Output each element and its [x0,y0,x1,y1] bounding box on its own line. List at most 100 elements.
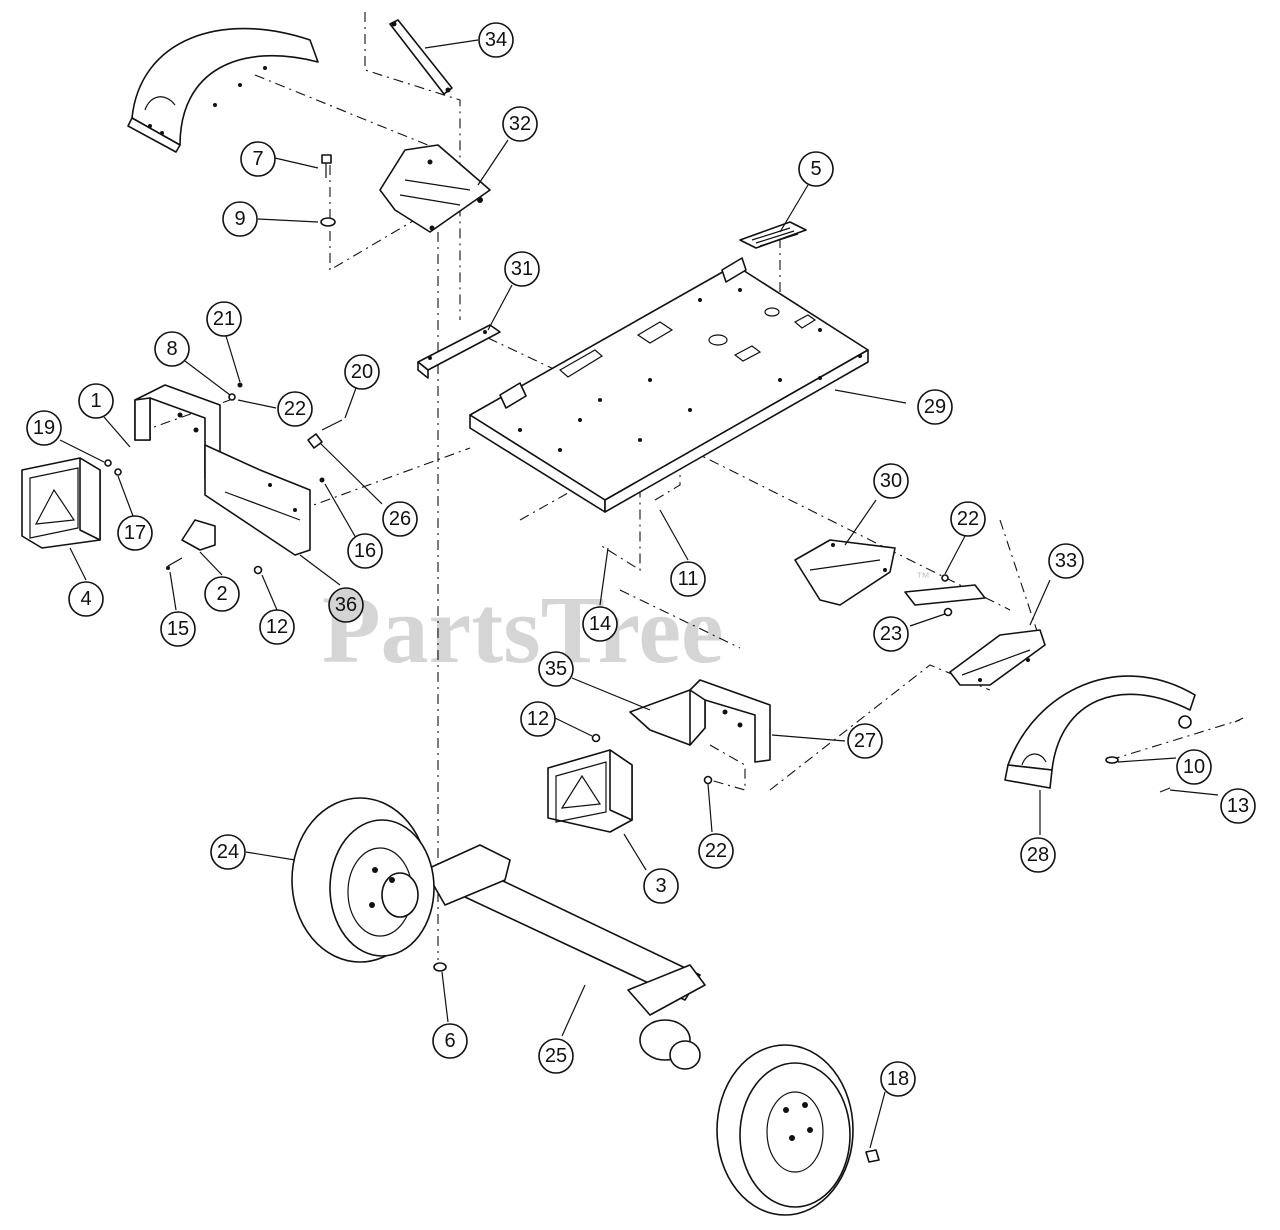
svg-text:35: 35 [545,658,567,680]
watermark-text: PartsTree [322,576,724,683]
callout-3[interactable]: 3 [643,868,679,904]
svg-text:19: 19 [33,417,55,439]
svg-text:9: 9 [234,208,245,230]
callout-29[interactable]: 29 [917,389,953,425]
svg-text:12: 12 [266,616,288,638]
svg-text:10: 10 [1183,756,1205,778]
callout-13[interactable]: 13 [1220,788,1256,824]
callout-12b[interactable]: 12 [520,701,556,737]
hardware-12-22-right [591,733,713,785]
svg-text:22: 22 [705,840,727,862]
callout-34[interactable]: 34 [478,22,514,58]
callout-8[interactable]: 8 [154,331,190,367]
part-29-main-frame [469,257,869,513]
callout-11[interactable]: 11 [670,561,706,597]
callout-7[interactable]: 7 [240,141,276,177]
svg-text:25: 25 [545,1045,567,1067]
svg-text:6: 6 [444,1030,455,1052]
svg-text:36: 36 [335,594,357,616]
callout-35[interactable]: 35 [538,651,574,687]
part-30-fender-bracket [794,539,896,606]
svg-text:3: 3 [655,875,666,897]
callout-21[interactable]: 21 [206,301,242,337]
callout-27[interactable]: 27 [847,723,883,759]
part-24-wheel-left [291,797,435,963]
part-fender-rear-left [127,27,319,153]
svg-text:1: 1 [90,390,101,412]
callout-28[interactable]: 28 [1020,837,1056,873]
svg-text:4: 4 [80,588,91,610]
svg-text:15: 15 [167,618,189,640]
svg-text:17: 17 [124,522,146,544]
part-2-clip [181,519,216,551]
callout-22[interactable]: 22 [277,391,313,427]
svg-text:34: 34 [485,29,507,51]
svg-text:22: 22 [284,398,306,420]
svg-text:22: 22 [957,508,979,530]
callout-20[interactable]: 20 [344,354,380,390]
frame-holes [518,288,862,452]
callout-9[interactable]: 9 [222,201,258,237]
callout-1[interactable]: 1 [78,383,114,419]
svg-text:8: 8 [166,338,177,360]
callout-15[interactable]: 15 [160,611,196,647]
callout-5[interactable]: 5 [798,151,834,187]
callout-14[interactable]: 14 [582,606,618,642]
callout-17[interactable]: 17 [117,515,153,551]
callout-16[interactable]: 16 [347,533,383,569]
callout-10[interactable]: 10 [1176,749,1212,785]
callout-4[interactable]: 4 [68,581,104,617]
part-4-tail-light-left [21,457,101,549]
part-9-washer [320,217,336,227]
callout-22c[interactable]: 22 [698,833,734,869]
svg-text:21: 21 [213,308,235,330]
callout-6[interactable]: 6 [432,1023,468,1059]
callout-18[interactable]: 18 [880,1061,916,1097]
callout-2[interactable]: 2 [204,576,240,612]
svg-text:5: 5 [810,158,821,180]
svg-text:24: 24 [217,841,239,863]
part-34-strap [389,19,453,95]
svg-text:18: 18 [887,1068,909,1090]
callout-32[interactable]: 32 [502,106,538,142]
callout-33[interactable]: 33 [1048,543,1084,579]
svg-text:31: 31 [511,258,533,280]
svg-text:29: 29 [924,396,946,418]
callout-26[interactable]: 26 [382,501,418,537]
svg-text:33: 33 [1055,550,1077,572]
callout-23[interactable]: 23 [873,616,909,652]
callout-25[interactable]: 25 [538,1038,574,1074]
part-5-decal [739,221,807,249]
svg-text:32: 32 [509,113,531,135]
callout-22b[interactable]: 22 [950,501,986,537]
part-32-fender-bracket [379,144,491,233]
svg-text:12: 12 [527,708,549,730]
svg-text:13: 13 [1227,795,1249,817]
part-28-fender-right [1004,675,1244,793]
part-35-light-bracket-right [629,679,771,763]
svg-text:7: 7 [252,148,263,170]
part-7-bolt [321,154,332,178]
callout-12[interactable]: 12 [259,609,295,645]
watermark-trademark: ™ [916,569,930,585]
leader-lines [59,39,1219,1149]
svg-text:30: 30 [880,470,902,492]
svg-text:20: 20 [351,361,373,383]
callout-19[interactable]: 19 [26,410,62,446]
watermark: PartsTree ™ [322,569,930,683]
callout-24[interactable]: 24 [210,834,246,870]
part-33-fender-bracket-right [949,629,1046,686]
svg-text:23: 23 [880,623,902,645]
svg-text:16: 16 [354,540,376,562]
svg-text:14: 14 [589,613,611,635]
assembly-guide-lines [139,12,1241,960]
part-31-hinge-plate [417,324,501,379]
right-hardware [904,574,986,617]
svg-text:2: 2 [216,583,227,605]
callout-31[interactable]: 31 [504,251,540,287]
callout-30[interactable]: 30 [873,463,909,499]
callout-36[interactable]: 36 [328,587,364,623]
svg-text:26: 26 [389,508,411,530]
part-3-tail-light-right [547,749,633,833]
part-36-mounting-plate [204,444,311,556]
